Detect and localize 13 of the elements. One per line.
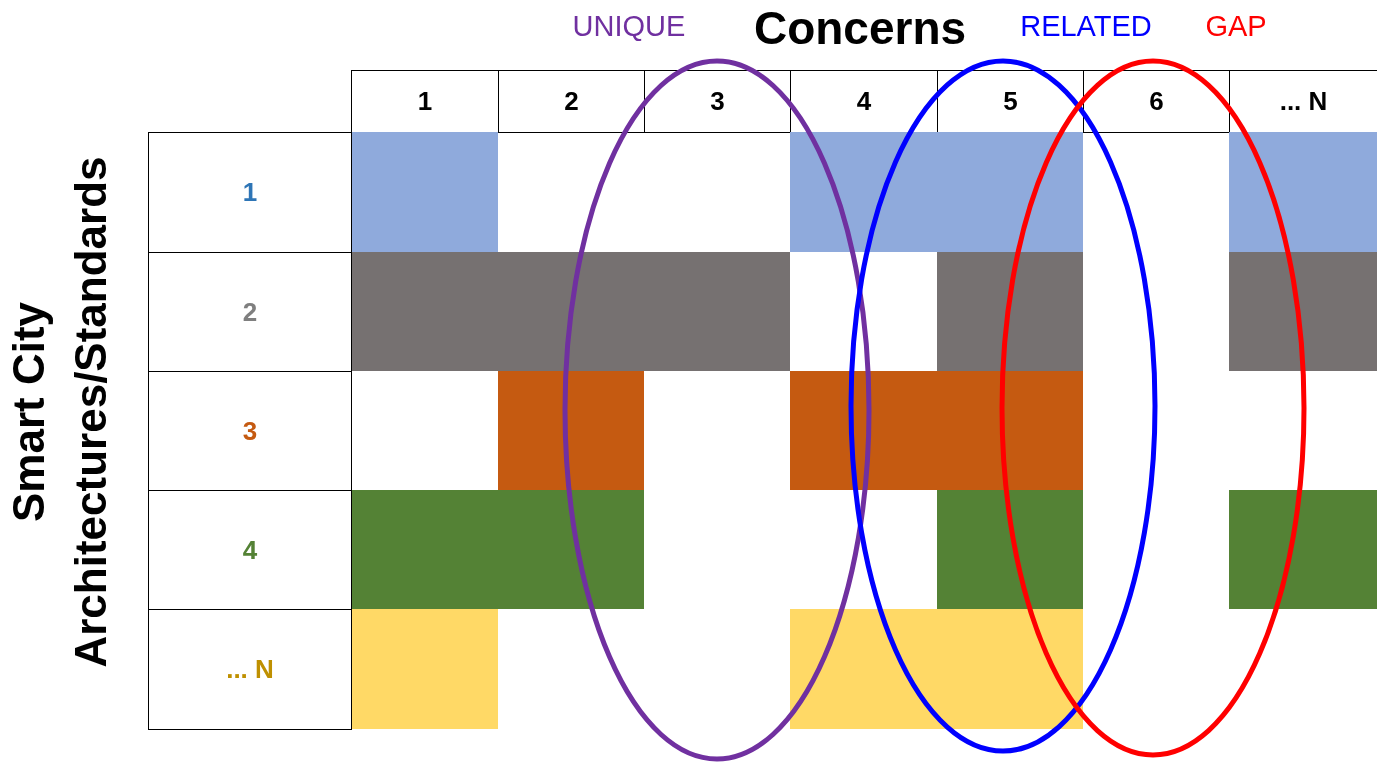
row-header: 4 — [148, 490, 352, 610]
row-header: 3 — [148, 371, 352, 491]
ellipse-label: RELATED — [1019, 9, 1153, 44]
axis-title: Smart City Architectures/Standards — [3, 155, 116, 670]
column-header: 6 — [1083, 70, 1230, 133]
ellipse-label: GAP — [1204, 9, 1268, 44]
row-header: 1 — [148, 132, 352, 253]
ellipse-label: UNIQUE — [571, 9, 687, 44]
column-header: 3 — [644, 70, 791, 133]
column-header: 2 — [498, 70, 645, 133]
row-header: ... N — [148, 609, 352, 730]
row-header: 2 — [148, 252, 352, 372]
chart-title: Concerns — [752, 1, 968, 56]
